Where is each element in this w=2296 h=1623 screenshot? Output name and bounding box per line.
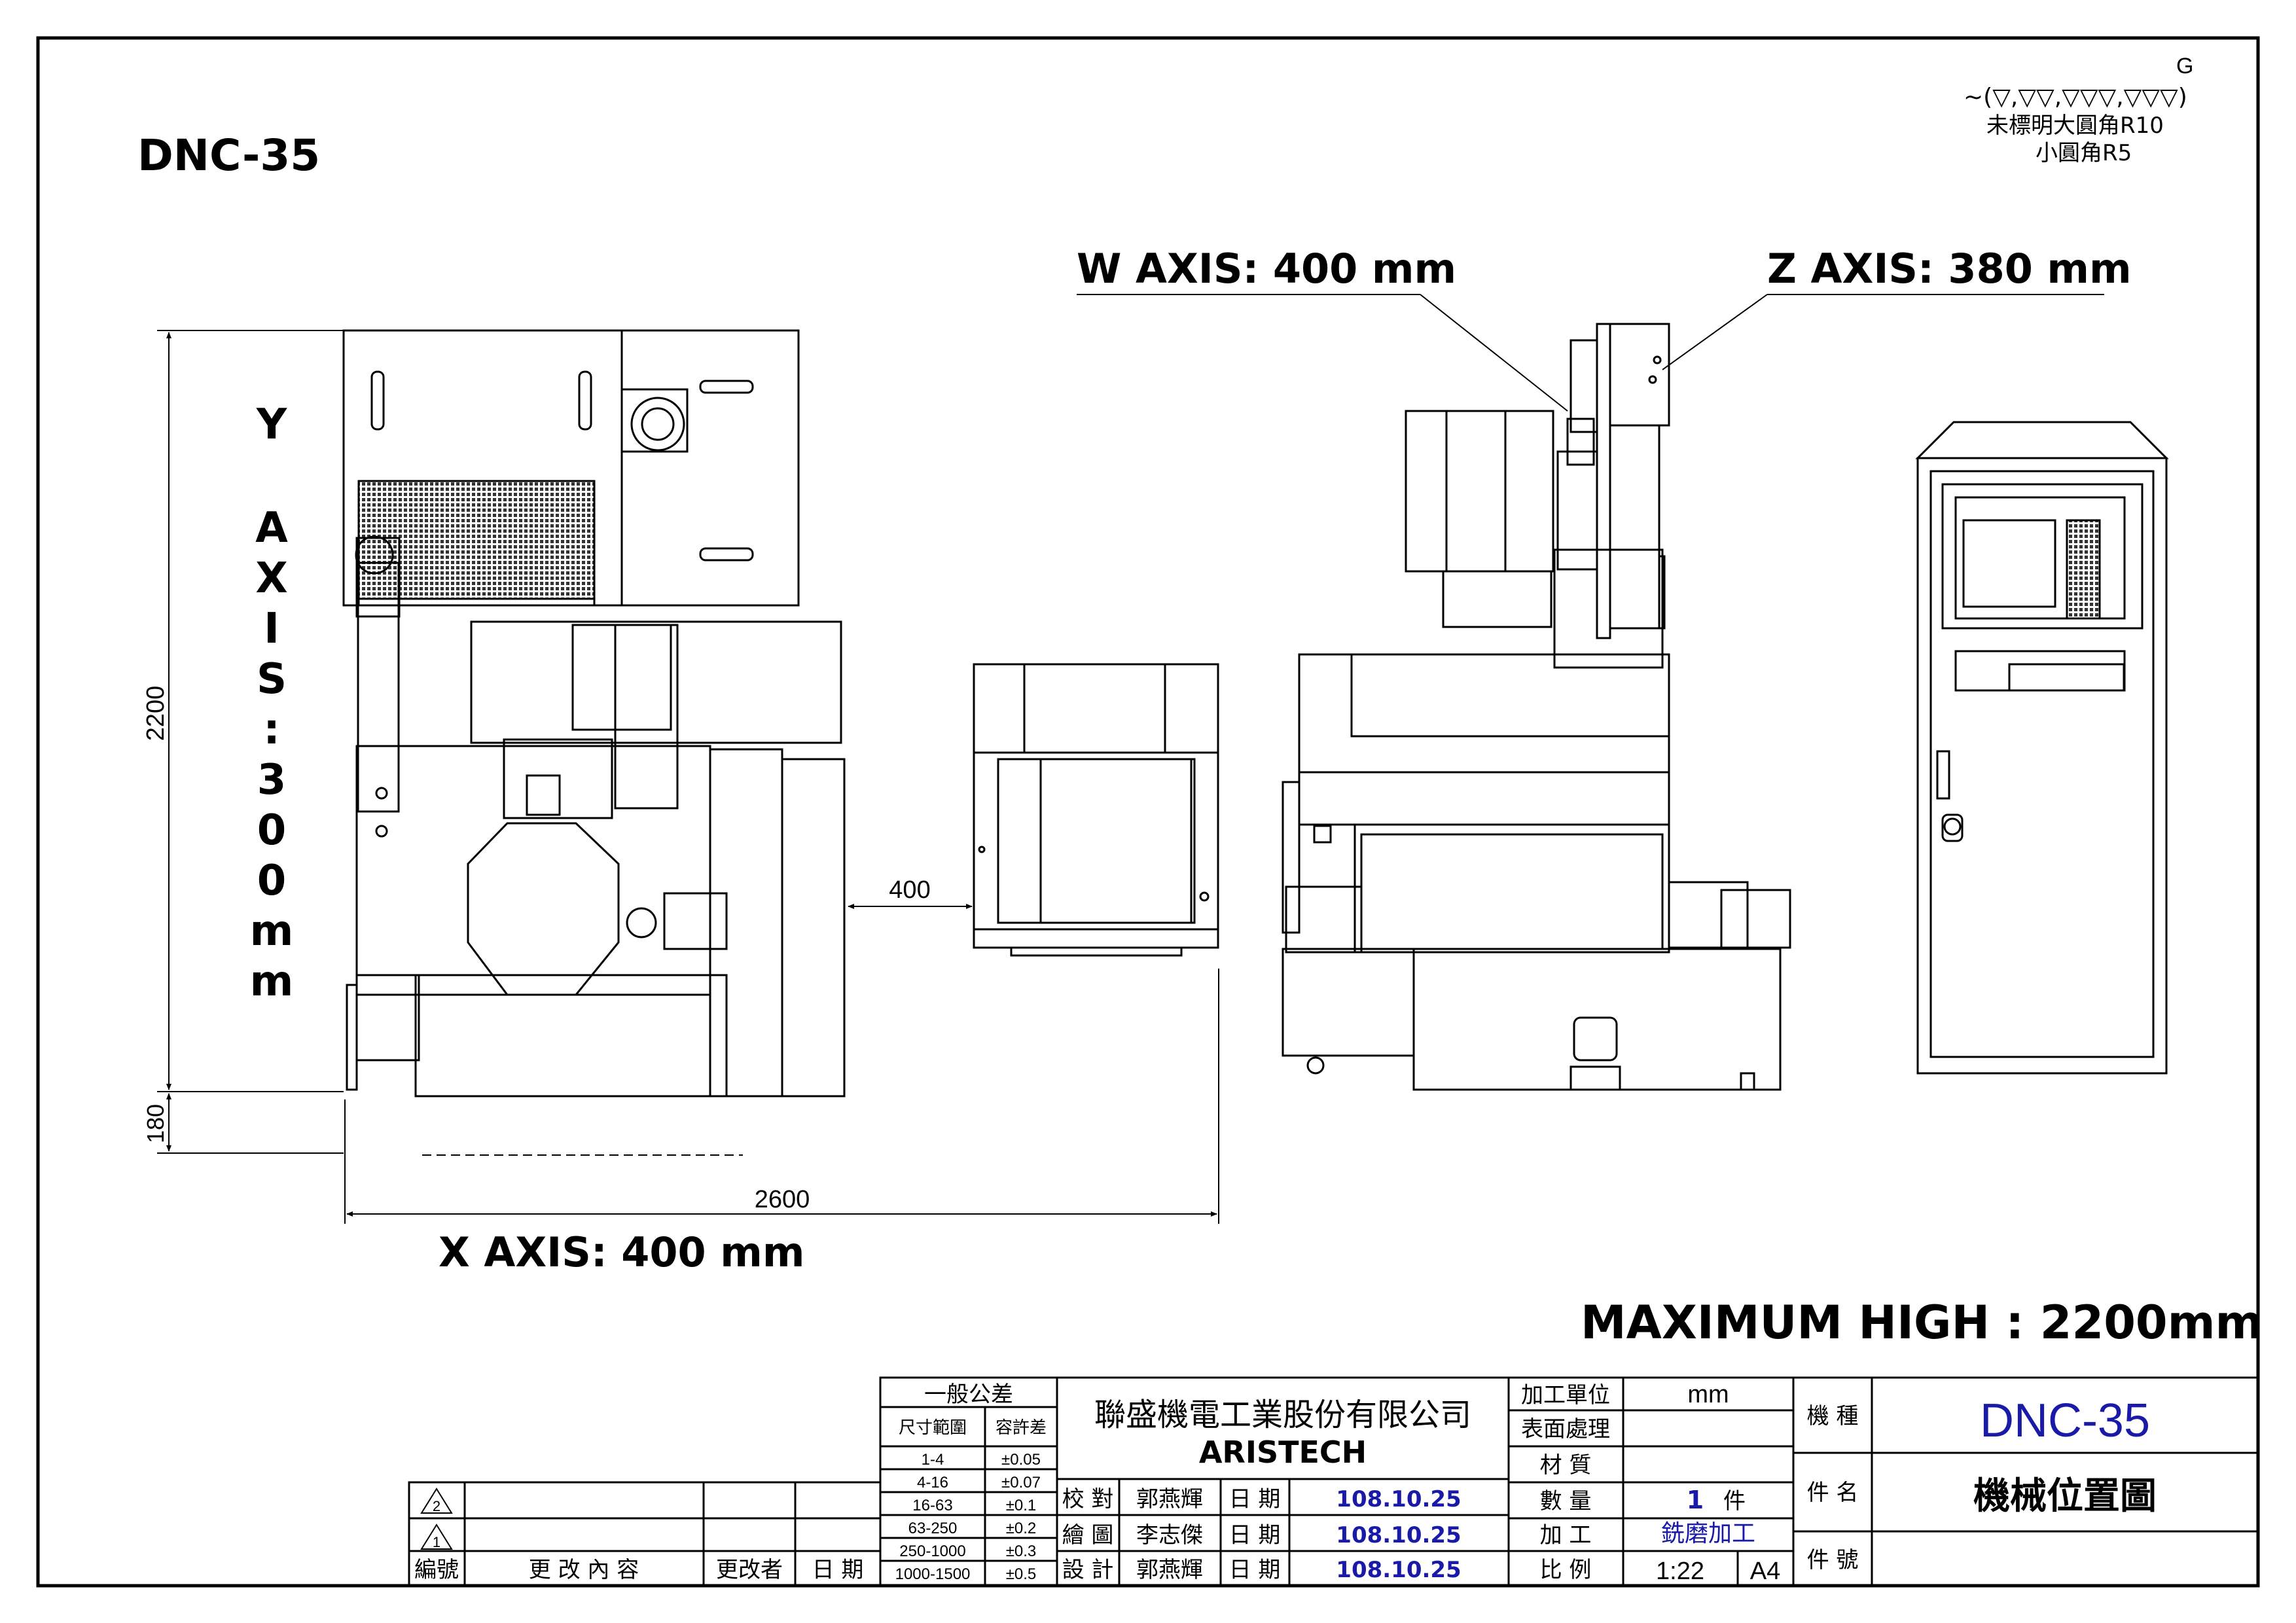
date-label: 日 期 — [1229, 1522, 1281, 1548]
role-label: 設 計 — [1062, 1557, 1114, 1583]
part-name-label: 件 名 — [1807, 1480, 1859, 1506]
prop-value: 1 — [1687, 1486, 1704, 1514]
w-axis-leader — [1420, 294, 1568, 412]
prop-value: mm — [1687, 1381, 1729, 1408]
revision-number: 1 — [433, 1534, 440, 1550]
date-label: 日 期 — [1229, 1557, 1281, 1583]
control-cabinet — [1915, 421, 2169, 1075]
y-axis-char: 3 — [257, 756, 287, 804]
date-value: 108.10.25 — [1336, 1486, 1461, 1512]
machine-type-value: DNC-35 — [1980, 1395, 2150, 1447]
date-label: 日 期 — [1229, 1486, 1281, 1512]
properties: 加工單位 mm 表面處理 材 質 數 量 1 件 加 工 銑磨加工 比 例 1:… — [1521, 1381, 1780, 1585]
prop-label: 數 量 — [1540, 1488, 1592, 1514]
tolerance-col-tol: 容許差 — [996, 1418, 1047, 1438]
title-block — [408, 1376, 2259, 1587]
y-axis-label: Y A X I S : 3 0 0 m m — [250, 401, 294, 1006]
company-name-en: ARISTECH — [1199, 1435, 1367, 1470]
dimension-gap-value: 400 — [889, 876, 930, 904]
dimension-gap: 400 — [848, 876, 973, 909]
y-axis-char: A — [255, 504, 288, 552]
signatures: 校 對 郭燕輝 日 期 108.10.25 繪 圖 李志傑 日 期 108.10… — [1062, 1486, 1462, 1583]
tolerance-value: ±0.05 — [1001, 1451, 1041, 1469]
surface-note-radius-small: 小圓角R5 — [2036, 140, 2132, 166]
y-axis-char: 0 — [257, 806, 287, 855]
revision-number: 2 — [433, 1498, 440, 1514]
y-axis-char: Y — [256, 401, 287, 449]
company-name-cn: 聯盛機電工業股份有限公司 — [1094, 1397, 1471, 1433]
front-view-machine — [1282, 323, 1791, 1091]
date-value: 108.10.25 — [1336, 1522, 1461, 1548]
revision-col-date: 日 期 — [812, 1557, 864, 1583]
revision-col-content: 更 改 內 容 — [529, 1557, 639, 1583]
surface-finish-symbol: G ~(▽,▽▽,▽▽▽,▽▽▽) 未標明大圓角R10 小圓角R5 — [1964, 54, 2193, 166]
tolerance-range: 63-250 — [908, 1520, 958, 1537]
dimension-base-value: 180 — [142, 1104, 169, 1143]
prop-label: 加工單位 — [1521, 1382, 1610, 1408]
y-axis-char: 0 — [257, 857, 287, 905]
dimension-height-value: 2200 — [142, 686, 170, 741]
model-title: DNC-35 — [137, 130, 320, 181]
revision-col-changer: 更改者 — [716, 1557, 783, 1583]
y-axis-char: : — [263, 705, 280, 754]
y-axis-char: m — [250, 907, 294, 955]
dimension-height: 2200 — [142, 330, 344, 1092]
machine-type-label: 機 種 — [1807, 1403, 1859, 1429]
surface-symbol-line: ~(▽,▽▽,▽▽▽,▽▽▽) — [1964, 84, 2187, 111]
tolerance-range: 4-16 — [917, 1474, 948, 1491]
part-name-value: 機械位置圖 — [1973, 1475, 2157, 1518]
prop-unit: 件 — [1723, 1488, 1746, 1514]
y-axis-char: I — [264, 605, 279, 653]
revision-col-no: 編號 — [414, 1557, 459, 1583]
machine-info: 機 種 DNC-35 件 名 機械位置圖 件 號 — [1807, 1395, 2157, 1573]
prop-label: 材 質 — [1540, 1452, 1592, 1478]
company-block: 聯盛機電工業股份有限公司 ARISTECH — [1094, 1397, 1471, 1470]
person-name: 李志傑 — [1136, 1522, 1203, 1548]
dimension-width: 2600 — [344, 969, 1219, 1224]
z-axis-label: Z AXIS: 380 mm — [1767, 245, 2132, 293]
revision-table: 2 1 編號 更 改 內 容 更改者 日 期 — [414, 1498, 863, 1583]
prop-label: 比 例 — [1540, 1557, 1592, 1583]
prop-label: 表面處理 — [1521, 1416, 1610, 1442]
tank-unit — [973, 663, 1219, 957]
y-axis-char: X — [255, 554, 287, 603]
role-label: 繪 圖 — [1062, 1522, 1114, 1548]
prop-value: 銑磨加工 — [1661, 1520, 1755, 1547]
date-value: 108.10.25 — [1336, 1557, 1461, 1583]
z-axis-leader — [1662, 294, 1768, 370]
tolerance-range: 1-4 — [922, 1451, 944, 1469]
surface-note-radius-large: 未標明大圓角R10 — [1986, 113, 2164, 139]
tolerance-value: ±0.2 — [1006, 1520, 1037, 1537]
tolerance-range: 250-1000 — [899, 1543, 965, 1560]
tolerance-range: 1000-1500 — [895, 1565, 971, 1583]
tolerance-col-range: 尺寸範圍 — [899, 1418, 967, 1438]
role-label: 校 對 — [1062, 1486, 1114, 1512]
prop-label: 加 工 — [1540, 1522, 1592, 1548]
tolerance-value: ±0.1 — [1006, 1497, 1037, 1514]
tolerance-header: 一般公差 — [924, 1382, 1013, 1408]
w-axis-label: W AXIS: 400 mm — [1077, 245, 1456, 293]
person-name: 郭燕輝 — [1136, 1557, 1203, 1583]
y-axis-char: m — [250, 957, 294, 1006]
tolerance-value: ±0.07 — [1001, 1474, 1041, 1491]
part-no-label: 件 號 — [1807, 1547, 1859, 1573]
tolerance-value: ±0.5 — [1006, 1565, 1037, 1583]
max-high-label: MAXIMUM HIGH : 2200mm — [1581, 1296, 2263, 1349]
dimension-base: 180 — [142, 1093, 344, 1154]
surface-symbol-top: G — [2176, 54, 2193, 79]
prop-value: 1:22 — [1656, 1558, 1704, 1585]
tolerance-range: 16-63 — [912, 1497, 952, 1514]
tolerance-table: 一般公差 尺寸範圍 容許差 1-4 ±0.05 4-16 ±0.07 16-63… — [895, 1382, 1047, 1583]
y-axis-char: S — [257, 655, 287, 704]
x-axis-label: X AXIS: 400 mm — [439, 1228, 804, 1276]
top-view-machine — [342, 329, 846, 1097]
paper-size: A4 — [1750, 1558, 1780, 1585]
tolerance-value: ±0.3 — [1006, 1543, 1037, 1560]
dimension-width-value: 2600 — [755, 1186, 810, 1213]
person-name: 郭燕輝 — [1136, 1486, 1203, 1512]
